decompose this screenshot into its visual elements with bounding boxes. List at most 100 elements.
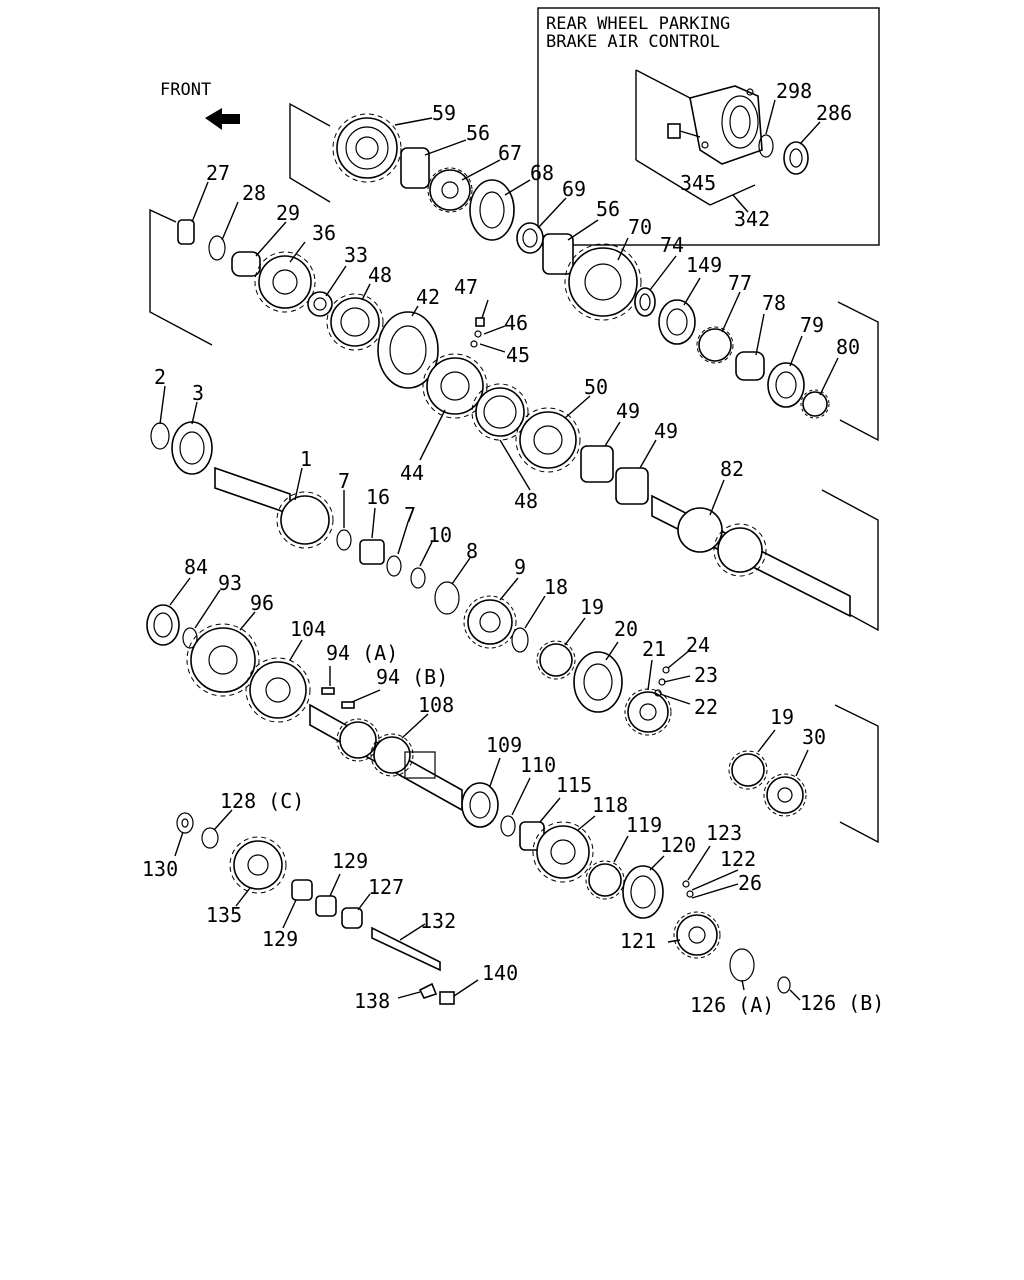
callout-67: 67 (498, 141, 522, 165)
callout-42: 42 (416, 285, 440, 309)
part-42 (377, 311, 439, 389)
callout-80: 80 (836, 335, 860, 359)
part-7b (386, 555, 402, 577)
callout-94a: 94 (A) (326, 641, 398, 665)
leader-lines (159, 117, 839, 1001)
part-78 (735, 351, 765, 381)
part-36 (254, 251, 316, 313)
part-129a (291, 879, 313, 901)
part-149 (658, 299, 696, 345)
part-127 (341, 907, 363, 929)
callout-30: 30 (802, 725, 826, 749)
callout-18: 18 (544, 575, 568, 599)
part-10 (410, 567, 426, 589)
part-49b (615, 467, 649, 505)
callout-342: 342 (734, 207, 770, 231)
part-129b (315, 895, 337, 917)
callout-44: 44 (400, 461, 424, 485)
callout-46: 46 (504, 311, 528, 335)
part-33 (307, 291, 333, 317)
part-345-bolt (667, 123, 701, 139)
part-109 (461, 782, 499, 828)
part-50 (515, 407, 581, 473)
part-128c (201, 827, 219, 849)
callout-22: 22 (694, 695, 718, 719)
part-286-seal (783, 141, 809, 175)
callout-16: 16 (366, 485, 390, 509)
part-19b (728, 750, 768, 790)
part-20 (573, 651, 623, 713)
part-118 (532, 821, 594, 883)
callout-7-second: 7 (404, 503, 416, 527)
callout-96: 96 (250, 591, 274, 615)
front-arrow-icon (205, 108, 240, 130)
callout-24: 24 (686, 633, 710, 657)
part-2 (150, 422, 170, 450)
callout-110: 110 (520, 753, 556, 777)
part-121 (673, 911, 721, 959)
callout-135: 135 (206, 903, 242, 927)
callout-1: 1 (300, 447, 312, 471)
callout-94b: 94 (B) (376, 665, 448, 689)
part-126a (729, 948, 755, 982)
callout-21: 21 (642, 637, 666, 661)
front-indicator: FRONT (160, 80, 240, 130)
second-row-parts (177, 219, 485, 389)
part-27 (177, 219, 195, 245)
part-77 (696, 326, 734, 364)
part-56a (400, 147, 430, 189)
callout-50: 50 (584, 375, 608, 399)
bracket-lines (149, 102, 879, 844)
callout-26: 26 (738, 871, 762, 895)
callout-79: 79 (800, 313, 824, 337)
callout-132: 132 (420, 909, 456, 933)
part-48b (471, 383, 529, 441)
callout-48-lower: 48 (514, 489, 538, 513)
part-130 (176, 812, 194, 834)
part-79 (767, 362, 805, 408)
callout-69: 69 (562, 177, 586, 201)
callout-29: 29 (276, 201, 300, 225)
part-29 (231, 251, 261, 277)
callout-70: 70 (628, 215, 652, 239)
part-74 (634, 287, 656, 317)
callout-108: 108 (418, 693, 454, 717)
callout-123: 123 (706, 821, 742, 845)
callout-9: 9 (514, 555, 526, 579)
callout-23: 23 (694, 663, 718, 687)
callout-286: 286 (816, 101, 852, 125)
callout-84: 84 (184, 555, 208, 579)
callout-56-mid: 56 (596, 197, 620, 221)
callout-120: 120 (660, 833, 696, 857)
inset-title-line2: BRAKE AIR CONTROL (546, 32, 720, 52)
part-96 (186, 623, 260, 697)
callout-59: 59 (432, 101, 456, 125)
inset-title-line1: REAR WHEEL PARKING (546, 14, 730, 34)
reverse-idler-parts (176, 812, 455, 1005)
part-342-housing (689, 85, 763, 165)
part-69 (516, 222, 544, 254)
part-132-shaft (371, 926, 441, 972)
part-80 (800, 389, 830, 419)
part-45 (470, 340, 478, 348)
part-28 (208, 235, 226, 261)
part-84 (146, 604, 180, 646)
part-8 (434, 581, 460, 615)
callout-82: 82 (720, 457, 744, 481)
callout-77: 77 (728, 271, 752, 295)
part-44 (422, 353, 488, 419)
callout-129-upper: 129 (332, 849, 368, 873)
part-120 (622, 865, 664, 919)
part-59 (336, 117, 398, 179)
callout-10: 10 (428, 523, 452, 547)
callout-126b: 126 (B) (800, 991, 884, 1015)
callout-56-top: 56 (466, 121, 490, 145)
part-126b (777, 976, 791, 994)
part-47 (475, 317, 485, 327)
part-46 (474, 330, 482, 338)
callout-118: 118 (592, 793, 628, 817)
callout-7-first: 7 (338, 469, 350, 493)
callout-121: 121 (620, 929, 656, 953)
part-16 (359, 539, 385, 565)
